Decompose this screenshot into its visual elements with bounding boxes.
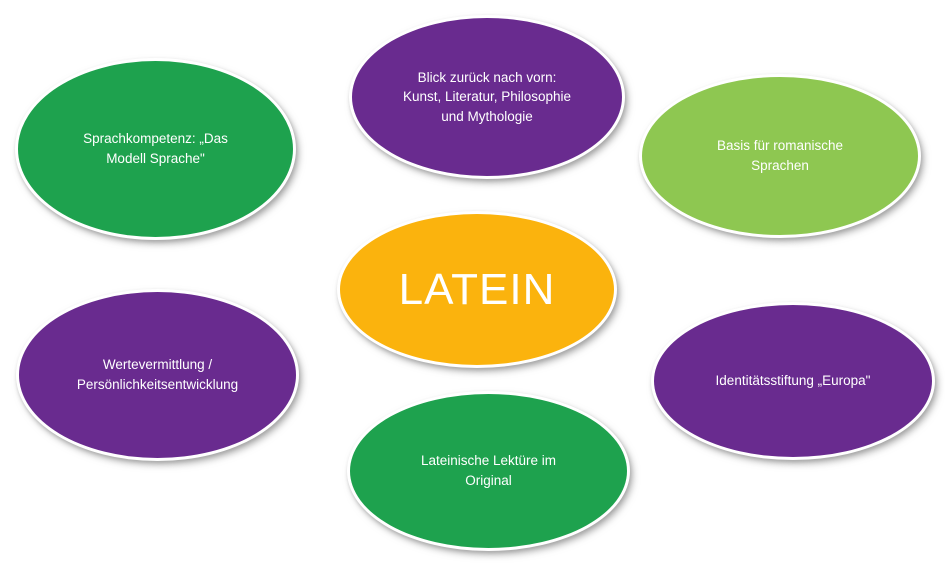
- node-lektuere: Lateinische Lektüre im Original: [347, 391, 630, 551]
- node-romanische-sprachen-label: Basis für romanische Sprachen: [716, 138, 844, 173]
- node-blick-zurueck: Blick zurück nach vorn: Kunst, Literatur…: [349, 15, 625, 179]
- node-lektuere-label: Lateinische Lektüre im Original: [420, 453, 557, 488]
- node-wertevermittlung: Wertevermittlung / Persönlichkeitsentwic…: [16, 289, 299, 461]
- center-node-latein: LATEIN: [337, 211, 617, 368]
- node-identitaetsstiftung-label: Identitätsstiftung „Europa": [715, 373, 871, 389]
- node-sprachkompetenz-label: Sprachkompetenz: „Das Modell Sprache": [83, 131, 228, 166]
- node-identitaetsstiftung: Identitätsstiftung „Europa": [651, 302, 935, 460]
- node-wertevermittlung-label: Wertevermittlung / Persönlichkeitsentwic…: [76, 357, 239, 392]
- center-node-latein-label: LATEIN: [398, 264, 556, 314]
- node-sprachkompetenz: Sprachkompetenz: „Das Modell Sprache": [15, 58, 296, 240]
- node-blick-zurueck-label: Blick zurück nach vorn: Kunst, Literatur…: [402, 69, 572, 124]
- node-romanische-sprachen: Basis für romanische Sprachen: [639, 74, 921, 238]
